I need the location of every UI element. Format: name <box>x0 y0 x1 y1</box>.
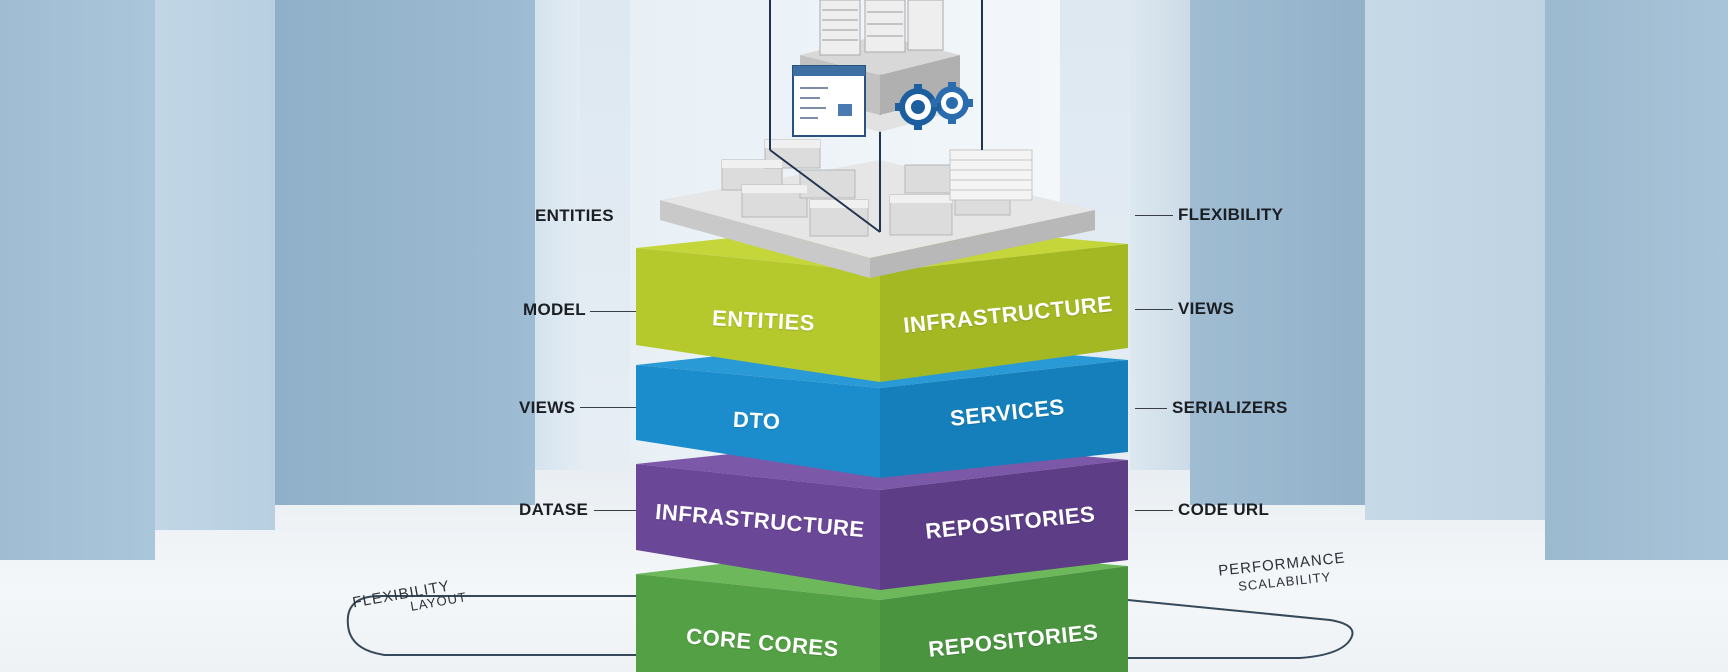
right-mid-pillar <box>1365 0 1545 520</box>
blocks-icon <box>721 139 1033 237</box>
left-front-pillar <box>0 0 155 560</box>
right-pillar-side <box>1130 0 1190 470</box>
right-connector-code-url <box>1135 510 1173 511</box>
right-connector-views <box>1135 309 1173 310</box>
left-connector-datase <box>594 510 636 511</box>
left-mid-pillar <box>155 0 275 530</box>
left-label-views: VIEWS <box>519 398 576 417</box>
gears-icon <box>895 82 973 130</box>
left-pillar-side <box>535 0 580 470</box>
right-label-serializers: SERIALIZERS <box>1172 398 1288 417</box>
layer1-left-text: ENTITIES <box>711 305 816 336</box>
left-label-entities: ENTITIES <box>535 206 614 225</box>
left-pillar-face <box>275 0 535 505</box>
document-panel-icon <box>792 65 866 137</box>
right-connector-serializers <box>1135 408 1167 409</box>
right-label-flexibility: FLEXIBILITY <box>1178 205 1284 224</box>
left-label-model: MODEL <box>523 300 586 319</box>
left-connector-model <box>590 311 636 312</box>
right-label-code-url: CODE URL <box>1178 500 1270 519</box>
left-label-datase: DATASE <box>519 500 589 519</box>
right-connector-flexibility <box>1135 215 1173 216</box>
left-connector-views <box>580 407 636 408</box>
right-pillar-face <box>1190 0 1365 505</box>
right-label-views: VIEWS <box>1178 299 1235 318</box>
right-front-pillar <box>1545 0 1728 560</box>
layer2-left-text: DTO <box>732 406 782 435</box>
